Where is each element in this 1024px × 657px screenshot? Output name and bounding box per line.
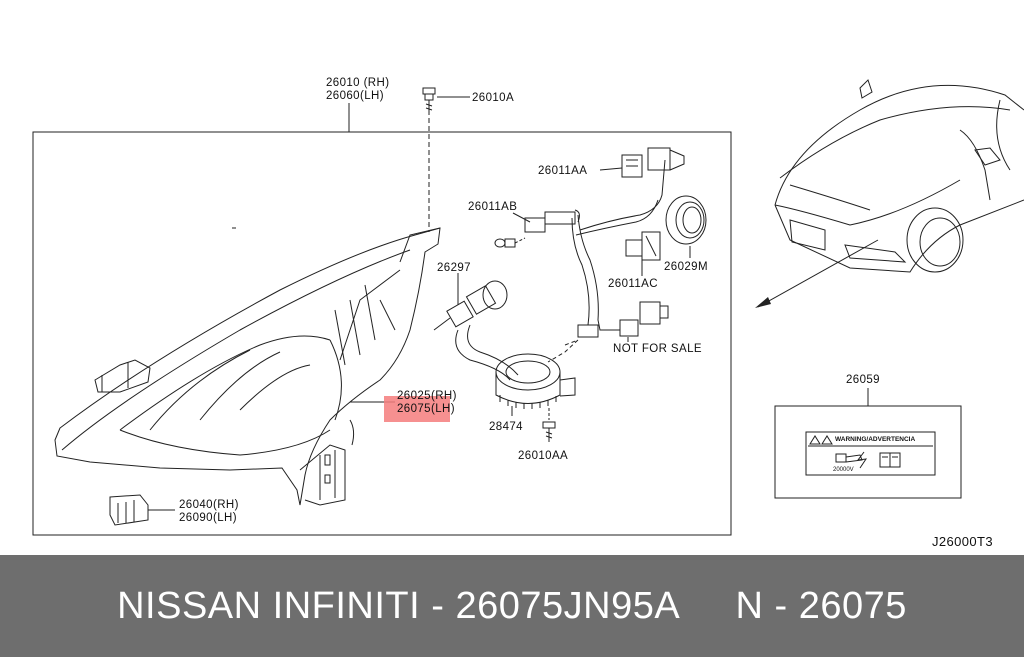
headlamp-assembly-icon bbox=[54, 227, 441, 506]
voltage-text: 20000V bbox=[833, 467, 854, 473]
bulb-ac-icon bbox=[625, 231, 661, 261]
label-bracket-lh: 26090(LH) bbox=[179, 512, 237, 524]
screw-top-icon bbox=[422, 87, 436, 115]
car-sketch-icon bbox=[774, 79, 1024, 273]
label-bracket-rh: 26040(RH) bbox=[179, 499, 239, 511]
high-voltage-icon bbox=[835, 451, 868, 469]
parts-diagram: 26010 (RH) 26060(LH) 26010A bbox=[32, 77, 1024, 549]
footer-banner: NISSAN INFINITI - 26075JN95A N - 26075 bbox=[0, 555, 1024, 657]
label-screw-bottom: 26010AA bbox=[518, 450, 568, 462]
label-lens-rh: 26025(RH) bbox=[397, 390, 457, 402]
diagram-code: J26000T3 bbox=[932, 534, 993, 549]
wire-harness-icon bbox=[571, 159, 669, 338]
warning-text: WARNING/ADVERTENCIA bbox=[835, 436, 915, 443]
screw-bottom-icon bbox=[542, 421, 556, 442]
ballast-icon bbox=[495, 353, 576, 409]
manual-book-icon bbox=[879, 452, 901, 468]
footer-brand-part: NISSAN INFINITI - 26075JN95A bbox=[117, 584, 681, 627]
label-hid-bulb: 26297 bbox=[437, 262, 471, 274]
hid-bulb-icon bbox=[433, 280, 519, 381]
bracket-icon bbox=[109, 494, 175, 526]
footer-part-number: N - 26075 bbox=[735, 584, 907, 627]
warning-sticker: WARNING/ADVERTENCIA 20000V bbox=[805, 431, 936, 476]
label-bulb-ac: 26011AC bbox=[608, 278, 658, 290]
headlamp-frame bbox=[32, 131, 732, 536]
label-housing-lh: 26060(LH) bbox=[326, 90, 384, 102]
highlight-box bbox=[384, 396, 450, 422]
label-warning-part: 26059 bbox=[846, 374, 880, 386]
label-bulb-ab: 26011AB bbox=[468, 201, 517, 213]
label-bulb-aa: 26011AA bbox=[538, 165, 587, 177]
label-housing-rh: 26010 (RH) bbox=[326, 77, 389, 89]
label-not-for-sale: NOT FOR SALE bbox=[613, 343, 702, 355]
bulb-ab-icon bbox=[494, 209, 580, 248]
bulb-aa-icon bbox=[621, 147, 685, 178]
dust-cap-icon bbox=[665, 195, 707, 245]
label-screw-top: 26010A bbox=[472, 92, 514, 104]
label-ballast: 28474 bbox=[489, 421, 523, 433]
label-lens-lh: 26075(LH) bbox=[397, 403, 455, 415]
label-cap: 26029M bbox=[664, 261, 708, 273]
warning-label-frame bbox=[774, 405, 962, 499]
